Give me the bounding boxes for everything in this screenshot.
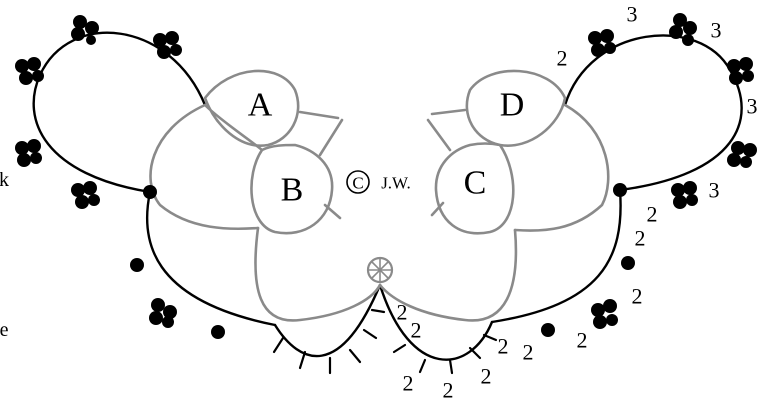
picot-count-labels: 2 2 2 2 2 2 2 2 2 2 2 3 3 3 3 2 [397,2,758,403]
bead-cluster [15,139,42,167]
center-wheel [366,256,394,284]
copyright-symbol: C [352,174,363,193]
bead-cluster [671,181,698,209]
picot-count: 2 [577,328,588,353]
picot-count: 2 [411,318,422,343]
bead-cluster [153,31,182,59]
bead [541,323,555,337]
ring-outlines [149,69,610,322]
bead [130,258,144,272]
ring-A [203,69,300,147]
chain-outline [32,31,743,361]
bead-cluster [727,57,754,85]
edge-letter: e [0,319,9,341]
bead-cluster [591,299,618,329]
bead-cluster [15,57,44,85]
picot-count: 2 [498,334,509,359]
bead-cluster [149,298,177,328]
picot-count: 2 [523,340,534,365]
bead [143,185,157,199]
bead [613,183,627,197]
picot-count: 2 [443,378,454,403]
picot-count: 2 [647,202,658,227]
picot-count: 2 [635,226,646,251]
ring-D [465,69,567,147]
bead-cluster [669,13,697,46]
bead-cluster [727,141,757,168]
ring-label-A: A [248,87,273,124]
ring-label-D: D [500,87,525,124]
picot-count: 2 [481,364,492,389]
bead-cluster [71,15,99,45]
bead-cluster [71,181,100,209]
bead-cluster [588,29,616,57]
bead [621,256,635,270]
ring-label-C: C [464,165,487,202]
picot-count: 2 [397,300,408,325]
picot-ticks [272,308,498,375]
picot-count: 2 [557,46,568,71]
picot-count: 2 [403,371,414,396]
ring-label-B: B [281,172,304,209]
ring-C [434,142,515,235]
edge-letter: k [0,169,9,191]
picot-count: 3 [627,2,638,27]
copyright-text: J.W. [381,174,411,193]
picot-count: 3 [747,94,758,119]
copyright-mark: C J.W. [346,170,411,194]
picot-count: 2 [632,284,643,309]
bead [211,325,225,339]
picot-count: 3 [709,178,720,203]
ring-B [250,143,334,235]
bead-dots [15,13,757,339]
picot-count: 3 [711,18,722,43]
